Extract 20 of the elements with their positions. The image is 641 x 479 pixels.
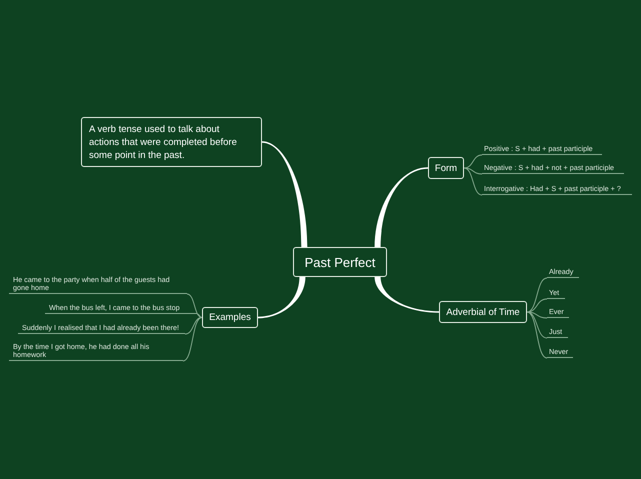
topic-box: Examples [202, 307, 258, 328]
branch-line [184, 317, 202, 334]
branch-line [374, 167, 428, 247]
central-topic-box: Past Perfect [293, 247, 387, 277]
branch-line [464, 168, 482, 196]
branch-line [526, 312, 548, 358]
branch-line [526, 278, 548, 312]
branch-line [526, 312, 548, 318]
topic-box: Form [428, 157, 464, 179]
topic-box: Adverbial of Time [439, 301, 527, 323]
branch-line [464, 168, 482, 174]
branch-line [526, 312, 548, 338]
branch-line [258, 277, 306, 318]
branch-line [182, 317, 202, 362]
branch-line [464, 154, 482, 168]
branch-line [186, 294, 202, 318]
branch-line [374, 277, 439, 313]
branch-line [262, 141, 308, 247]
definition-box: A verb tense used to talk about actions that were completed before some point in the past. [81, 117, 262, 167]
branch-line [526, 298, 548, 312]
